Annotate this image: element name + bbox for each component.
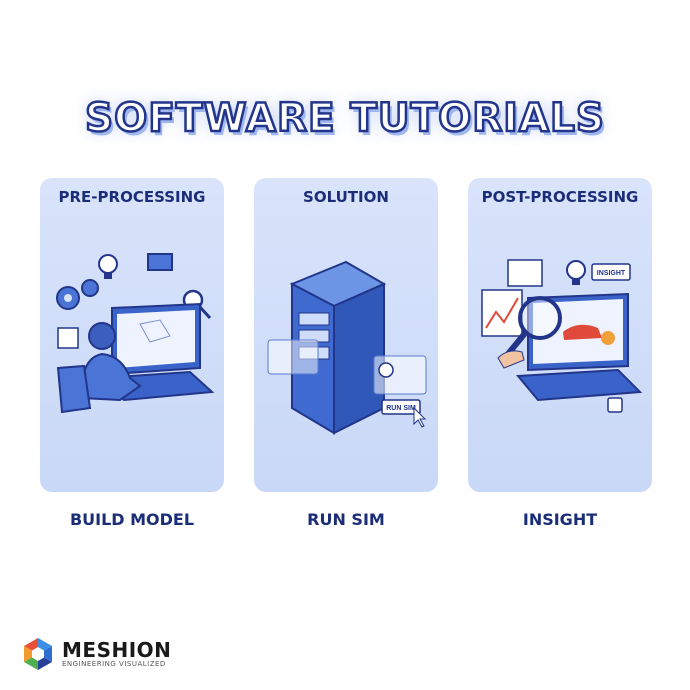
brand-tagline: ENGINEERING VISUALIZED	[62, 660, 166, 668]
card-label: INSIGHT	[522, 510, 598, 529]
meshion-logo-icon	[24, 638, 52, 670]
card-title: SOLUTION	[303, 188, 389, 206]
card-post-processing: POST-PROCESSING INSIGHT	[468, 178, 652, 492]
svg-text:RUN SIM: RUN SIM	[386, 405, 416, 412]
server-tower-illustration: RUN SIM	[267, 260, 427, 435]
card-pre-processing: PRE-PROCESSING	[40, 178, 224, 492]
card-label: BUILD MODEL	[69, 510, 195, 529]
analysis-laptop-illustration: INSIGHT	[481, 259, 643, 413]
cursor-icon	[413, 406, 427, 428]
lightbulb-icon	[566, 260, 586, 285]
lightbulb-icon	[98, 254, 118, 279]
page-title: SOFTWARE TUTORIALS	[84, 95, 605, 143]
clock-icon	[378, 362, 394, 378]
brand-name: MESHION	[62, 638, 172, 662]
card-solution: SOLUTION RUN SIM	[254, 178, 438, 492]
card-title: POST-PROCESSING	[481, 188, 639, 206]
card-title: PRE-PROCESSING	[58, 188, 206, 206]
svg-text:INSIGHT: INSIGHT	[597, 270, 626, 277]
gear-icon	[56, 279, 99, 310]
magnifier-icon	[505, 296, 562, 356]
engineer-laptop-illustration	[56, 253, 215, 414]
envelope-icon	[147, 253, 173, 271]
coffee-cup-icon	[607, 397, 623, 413]
insight-sign: INSIGHT	[591, 263, 631, 281]
card-label: RUN SIM	[307, 510, 385, 529]
run-sim-button: RUN SIM	[381, 399, 421, 415]
